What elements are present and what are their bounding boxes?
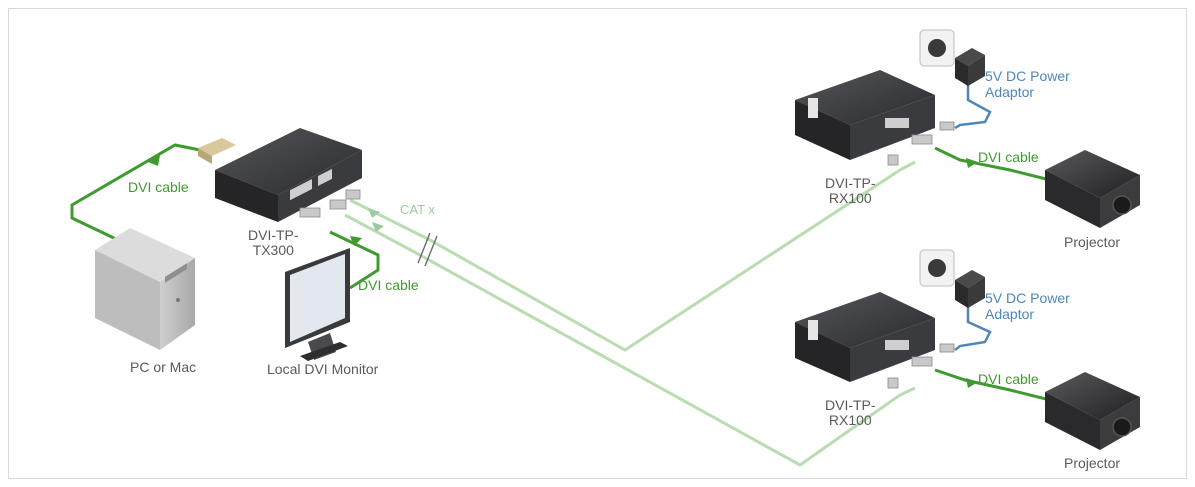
dvi-cable-pc: [70, 143, 201, 242]
dvi-cable-rx-top: [934, 146, 1051, 182]
wall-socket-bottom: [919, 249, 955, 287]
tx-label: DVI-TP- TX300: [248, 227, 299, 258]
power-cable-bottom: [954, 302, 992, 351]
rx-bottom-connectors: [887, 343, 955, 389]
cat-cable-label: CAT x: [400, 202, 435, 217]
dvi-cables: [70, 143, 1051, 402]
diagram-frame: [8, 8, 1187, 479]
cat-arrows: [368, 208, 384, 232]
dvi-connector-pc: [198, 138, 236, 164]
cat-cables: [344, 160, 916, 467]
pc-tower: [95, 228, 195, 350]
dvi-arrows: [148, 155, 978, 388]
dvi-cable-monitor-label: DVI cable: [358, 277, 419, 293]
wall-socket-top: [919, 29, 955, 67]
power-adaptor-bottom-label: 5V DC Power Adaptor: [985, 290, 1070, 322]
projector-bottom: [1045, 372, 1140, 450]
cable-break-marks: [417, 232, 438, 267]
dvi-cable-rx-bottom: [934, 368, 1051, 402]
power-cable-top: [954, 80, 992, 130]
power-cables: [954, 80, 992, 351]
rx-top-label: DVI-TP- RX100: [825, 175, 876, 206]
rx100-top-device: [795, 70, 935, 160]
projector-top-label: Projector: [1064, 234, 1121, 250]
power-adaptor-bottom: [955, 270, 985, 308]
cat-cable-top: [349, 160, 916, 352]
power-adaptor-top: [955, 48, 985, 86]
monitor-label: Local DVI Monitor: [267, 361, 379, 377]
rx-top-connectors: [887, 121, 955, 166]
projector-top: [1045, 150, 1140, 228]
power-adaptor-top-label: 5V DC Power Adaptor: [985, 68, 1070, 100]
dvi-cable-pc-label: DVI cable: [128, 179, 189, 195]
dvi-cable-rx-top-label: DVI cable: [978, 149, 1039, 165]
dvi-cable-rx-bottom-label: DVI cable: [978, 371, 1039, 387]
pc-label: PC or Mac: [130, 359, 197, 375]
rx100-bottom-device: [795, 292, 935, 382]
tx300-device: [215, 128, 362, 222]
tx-connectors: [299, 189, 361, 218]
local-monitor: [285, 248, 350, 361]
rx-bottom-label: DVI-TP- RX100: [825, 397, 876, 428]
projector-bottom-label: Projector: [1064, 455, 1121, 471]
cat-cable-bottom: [344, 213, 916, 467]
